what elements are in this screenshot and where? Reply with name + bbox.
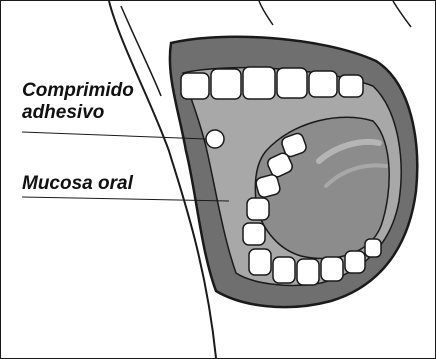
upper-tooth xyxy=(339,75,363,97)
lower-tooth xyxy=(243,223,265,245)
adhesive-tablet xyxy=(206,130,224,148)
nose-line-left xyxy=(259,1,273,25)
upper-tooth xyxy=(181,73,209,99)
upper-tooth xyxy=(211,69,241,99)
upper-tooth xyxy=(277,68,307,98)
upper-tooth xyxy=(309,71,337,97)
tablet-label: Comprimido adhesivo xyxy=(22,80,134,124)
mucosa-label: Mucosa oral xyxy=(22,173,133,195)
lower-tooth xyxy=(321,257,343,281)
lower-tooth xyxy=(273,257,295,283)
lower-tooth xyxy=(249,249,271,275)
lower-tooth xyxy=(297,259,319,285)
tablet-leader-line xyxy=(22,132,206,139)
lower-tooth xyxy=(247,198,269,220)
upper-tooth xyxy=(243,67,275,99)
lower-tooth xyxy=(365,239,381,257)
tablet-label-line2: adhesivo xyxy=(22,102,134,124)
lower-tooth xyxy=(345,251,365,273)
tablet-label-line1: Comprimido xyxy=(22,80,134,102)
nose-line-right xyxy=(393,1,411,27)
